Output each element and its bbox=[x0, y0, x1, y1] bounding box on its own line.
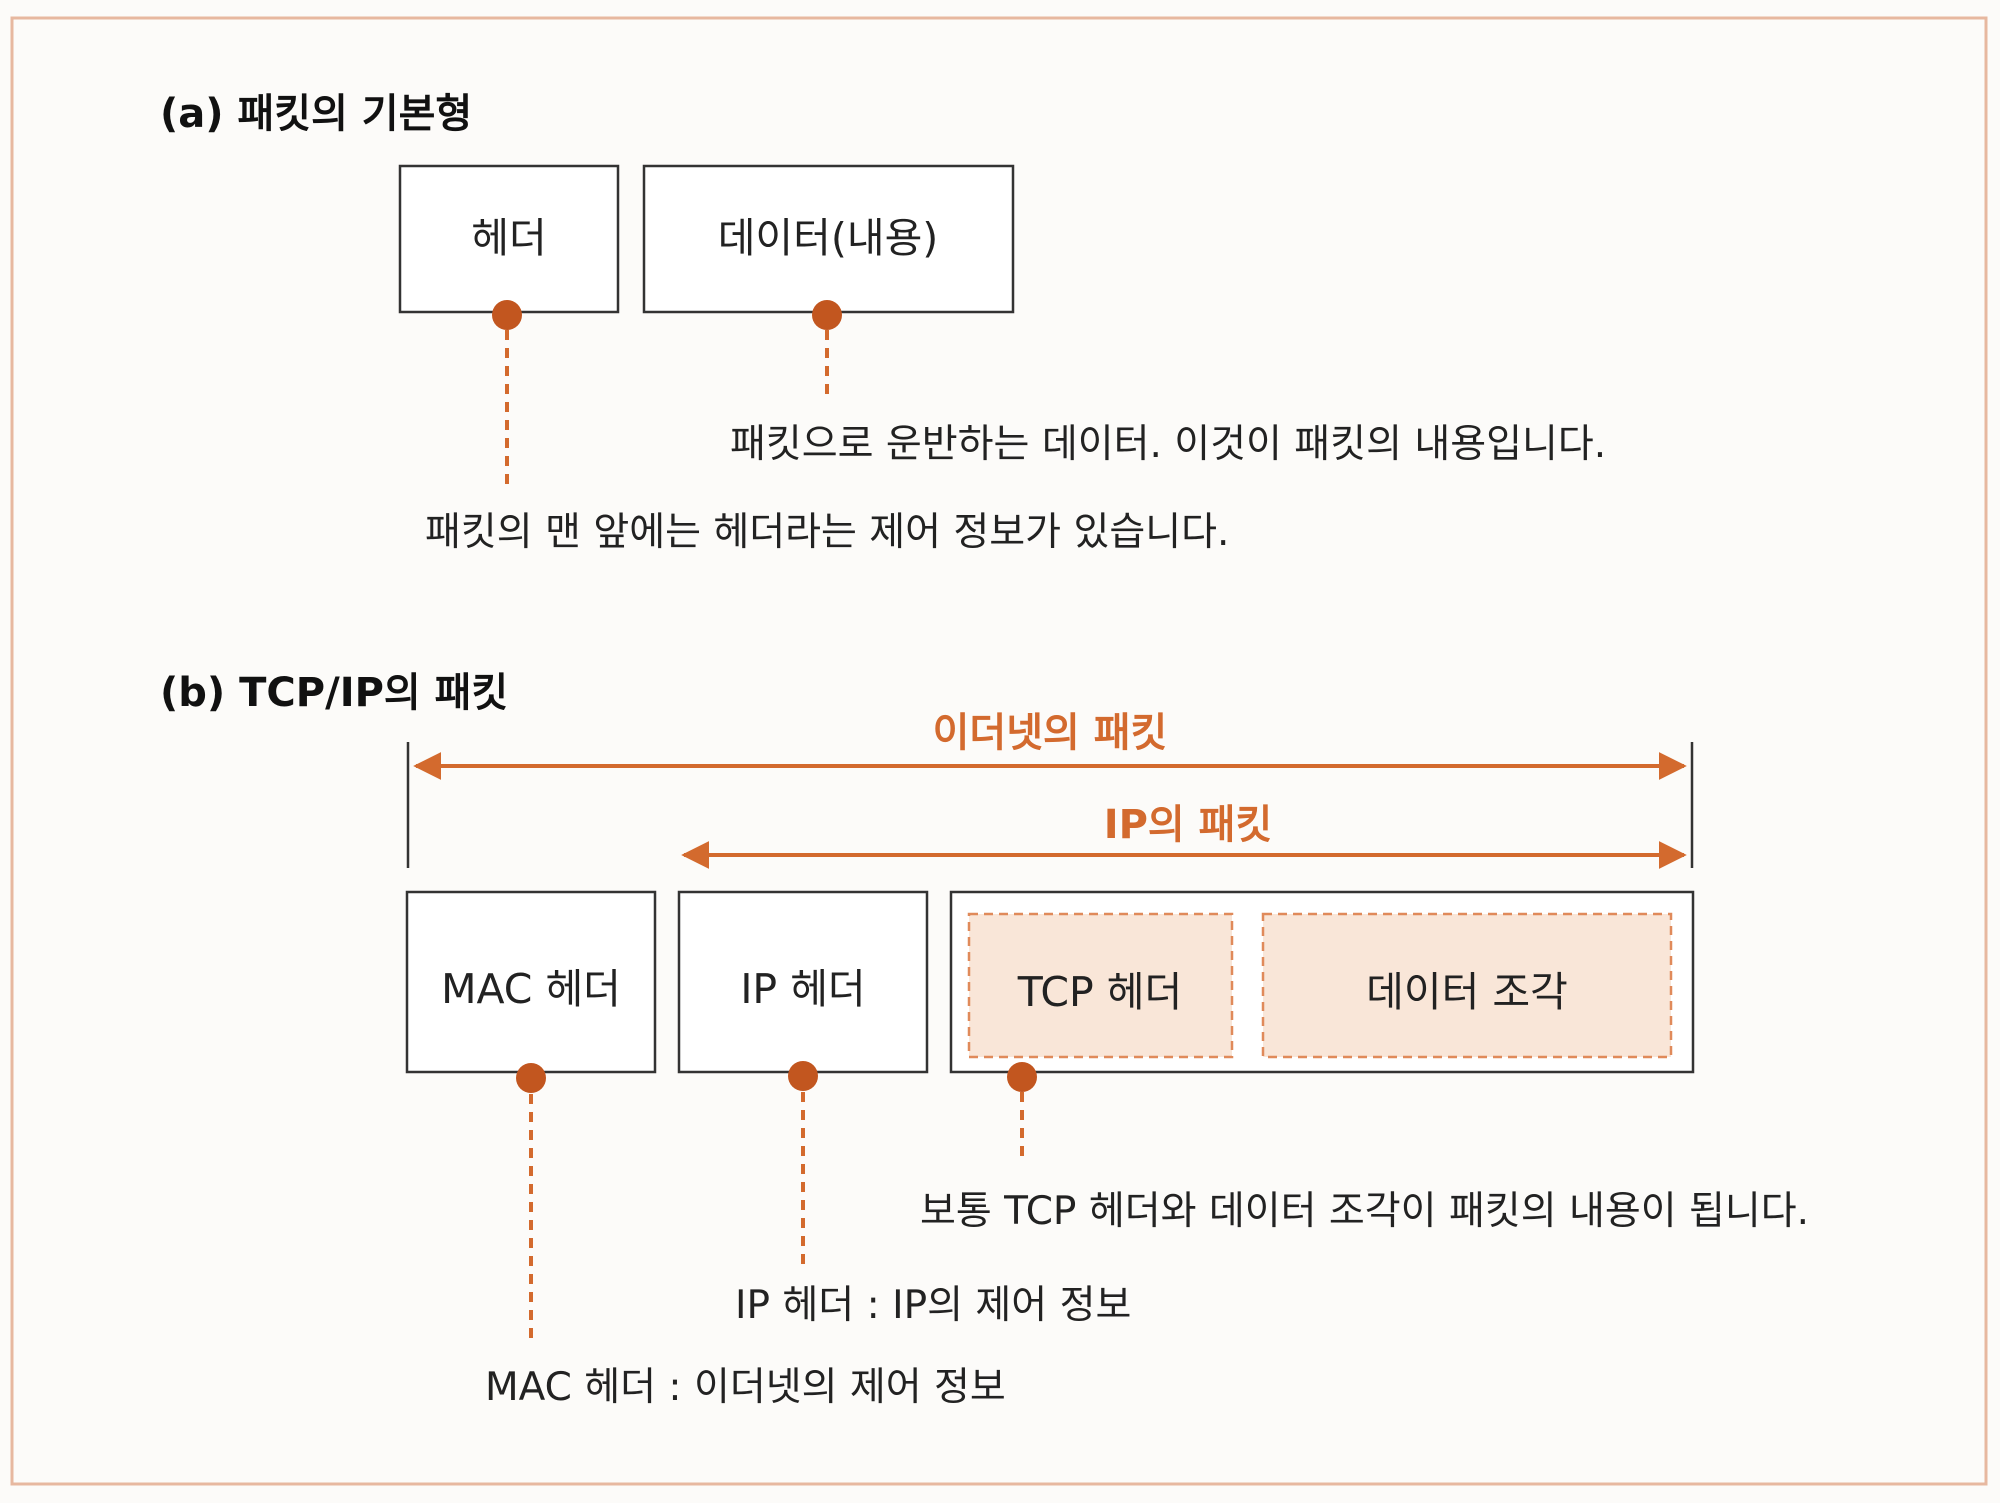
data-box-label: 데이터(내용) bbox=[718, 214, 939, 262]
outer-frame bbox=[10, 16, 1988, 1486]
ip-note: IP 헤더 : IP의 제어 정보 bbox=[735, 1283, 1131, 1328]
ethernet-span-label: 이더넷의 패킷 bbox=[933, 710, 1168, 756]
tcp-header-box: TCP 헤더 bbox=[967, 912, 1234, 1059]
mac-note: MAC 헤더 : 이더넷의 제어 정보 bbox=[485, 1365, 1006, 1410]
tcp-note: 보통 TCP 헤더와 데이터 조각이 패킷의 내용이 됩니다. bbox=[920, 1189, 1809, 1234]
data-note: 패킷으로 운반하는 데이터. 이것이 패킷의 내용입니다. bbox=[730, 422, 1606, 467]
header-note: 패킷의 맨 앞에는 헤더라는 제어 정보가 있습니다. bbox=[425, 510, 1229, 555]
ip-header-box-label: IP 헤더 bbox=[740, 965, 865, 1013]
ip-header-box: IP 헤더 bbox=[677, 890, 929, 1074]
data-callout-dot bbox=[812, 300, 842, 330]
section-b-heading: (b) TCP/IP의 패킷 bbox=[160, 670, 508, 716]
ip-callout-dot bbox=[788, 1061, 818, 1091]
header-box-label: 헤더 bbox=[471, 214, 546, 262]
ip-span-label: IP의 패킷 bbox=[1104, 802, 1273, 848]
data-fragment-box-label: 데이터 조각 bbox=[1366, 968, 1568, 1016]
section-a-heading: (a) 패킷의 기본형 bbox=[160, 91, 472, 137]
tcp-callout-dot bbox=[1007, 1062, 1037, 1092]
data-box: 데이터(내용) bbox=[642, 164, 1015, 314]
mac-header-box: MAC 헤더 bbox=[405, 890, 657, 1074]
header-callout-dot bbox=[492, 300, 522, 330]
header-box: 헤더 bbox=[398, 164, 620, 314]
mac-callout-dot bbox=[516, 1063, 546, 1093]
data-fragment-box: 데이터 조각 bbox=[1261, 912, 1673, 1059]
mac-header-box-label: MAC 헤더 bbox=[441, 965, 621, 1013]
tcp-header-box-label: TCP 헤더 bbox=[1017, 968, 1182, 1016]
